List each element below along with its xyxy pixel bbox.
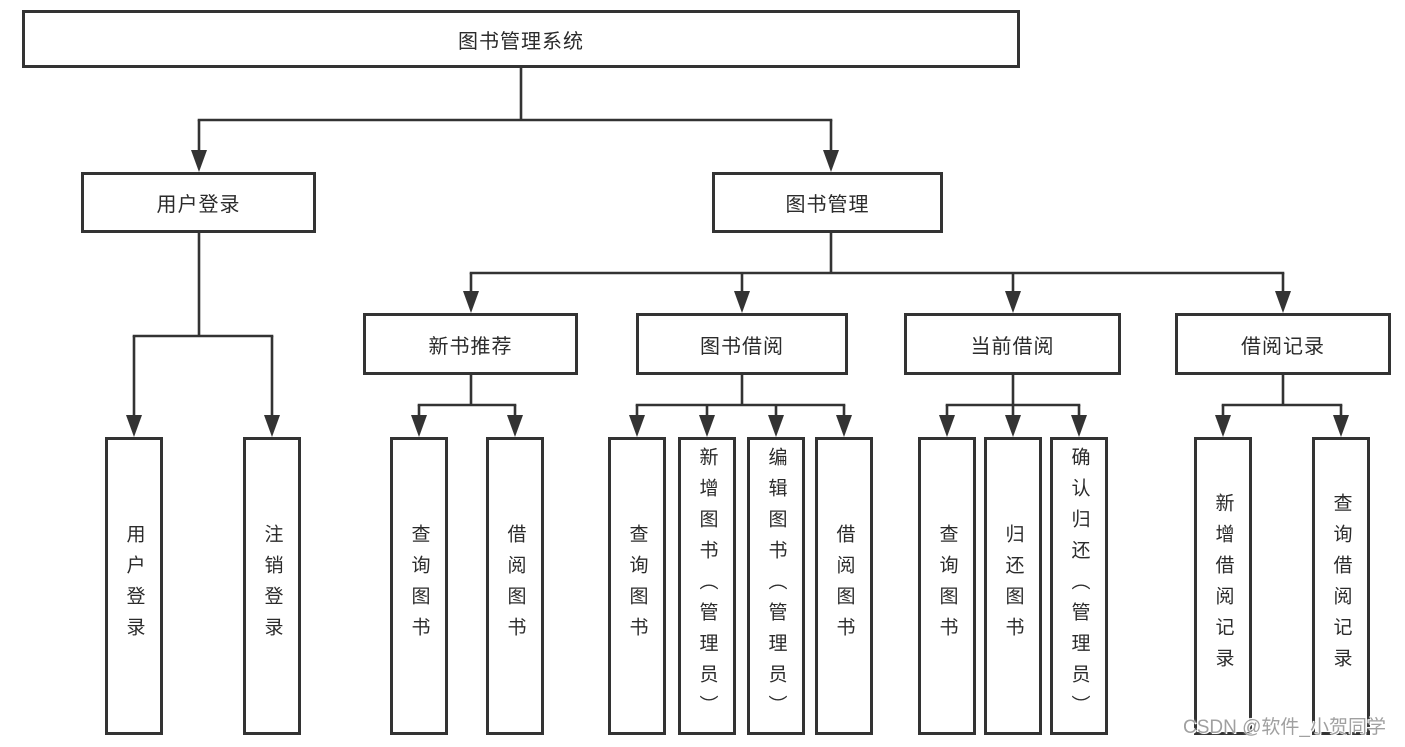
arrow-down-icon — [734, 291, 750, 313]
leaf-query-books-1: 查询图书 — [390, 437, 448, 735]
connector-book-borrow-to-leaves — [629, 375, 852, 437]
connector-book-management-to-level2 — [463, 233, 1291, 313]
node-user-login: 用户登录 — [81, 172, 316, 233]
node-current-borrow: 当前借阅 — [904, 313, 1121, 375]
watermark: CSDN @软件_小贺同学 — [1183, 717, 1386, 738]
arrow-down-icon — [939, 415, 955, 437]
arrow-down-icon — [1275, 291, 1291, 313]
leaf-confirm-return-admin: 确认归还（管理员） — [1050, 437, 1108, 735]
node-book-management: 图书管理 — [712, 172, 943, 233]
arrow-down-icon — [463, 291, 479, 313]
leaf-borrow-books-1: 借阅图书 — [486, 437, 544, 735]
arrow-down-icon — [191, 150, 207, 172]
arrow-down-icon — [1215, 415, 1231, 437]
connector-borrow-records-to-leaves — [1215, 375, 1349, 437]
arrow-down-icon — [507, 415, 523, 437]
leaf-borrow-books-2: 借阅图书 — [815, 437, 873, 735]
leaf-return-books: 归还图书 — [984, 437, 1042, 735]
node-borrow-records: 借阅记录 — [1175, 313, 1391, 375]
node-new-book-recommend: 新书推荐 — [363, 313, 578, 375]
arrow-down-icon — [699, 415, 715, 437]
leaf-add-books-admin: 新增图书（管理员） — [678, 437, 736, 735]
connector-current-borrow-to-leaves — [939, 375, 1087, 437]
leaf-add-borrow-record: 新增借阅记录 — [1194, 437, 1252, 735]
arrow-down-icon — [264, 415, 280, 437]
node-book-borrow: 图书借阅 — [636, 313, 848, 375]
arrow-down-icon — [823, 150, 839, 172]
arrow-down-icon — [1071, 415, 1087, 437]
connector-user-login-to-leaves — [126, 233, 280, 437]
leaf-edit-books-admin: 编辑图书（管理员） — [747, 437, 805, 735]
arrow-down-icon — [1333, 415, 1349, 437]
arrow-down-icon — [1005, 415, 1021, 437]
leaf-query-borrow-record: 查询借阅记录 — [1312, 437, 1370, 735]
connector-root-to-level1 — [191, 68, 839, 172]
arrow-down-icon — [836, 415, 852, 437]
arrow-down-icon — [126, 415, 142, 437]
arrow-down-icon — [629, 415, 645, 437]
node-root: 图书管理系统 — [22, 10, 1020, 68]
arrow-down-icon — [411, 415, 427, 437]
arrow-down-icon — [1005, 291, 1021, 313]
leaf-query-books-2: 查询图书 — [608, 437, 666, 735]
arrow-down-icon — [768, 415, 784, 437]
leaf-logout: 注销登录 — [243, 437, 301, 735]
leaf-query-books-3: 查询图书 — [918, 437, 976, 735]
connector-new-books-to-leaves — [411, 375, 523, 437]
leaf-user-login: 用户登录 — [105, 437, 163, 735]
